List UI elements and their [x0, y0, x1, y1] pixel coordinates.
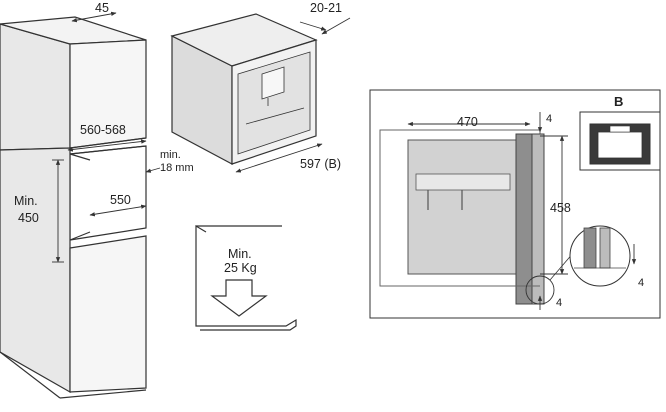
label-shelf-value: 18 mm	[160, 162, 194, 174]
niche-back-edge	[69, 153, 91, 161]
label-load-value: 25 Kg	[224, 261, 257, 275]
magnifier-appliance	[583, 227, 597, 269]
label-niche-width: 560-568	[80, 123, 126, 137]
cabinet-base-line	[59, 389, 147, 399]
cabinet-niche	[69, 145, 147, 241]
shelf-profile	[195, 224, 297, 331]
cabinet-side-lower	[0, 147, 71, 394]
label-shelf-min: min.	[160, 149, 181, 161]
label-niche-depth: 550	[110, 193, 131, 207]
appliance-box	[170, 13, 318, 165]
appliance-dimensions	[235, 17, 351, 173]
label-detail-gap-bottom: 4	[556, 297, 562, 309]
detail-panel	[369, 89, 661, 319]
detail-appliance-front	[515, 133, 533, 305]
view-b-spout	[609, 125, 631, 133]
cabinet-side-upper	[0, 23, 71, 151]
view-b-display	[597, 131, 643, 159]
dim-line-niche-depth	[89, 204, 147, 217]
cabinet-dimensions	[52, 11, 161, 263]
label-front-offset: 20-21	[310, 1, 342, 15]
niche-floor-edge	[69, 231, 91, 241]
detail-wall-panel	[531, 133, 545, 305]
dim-line-front-offset	[299, 21, 327, 31]
detail-upper-part	[415, 173, 511, 191]
load-arrow	[210, 279, 268, 317]
label-detail-gap-top: 4	[546, 113, 552, 125]
appliance-drip	[245, 107, 305, 125]
dim-line-niche-width	[67, 139, 147, 152]
label-load-min: Min.	[228, 247, 252, 261]
label-niche-min-value: 450	[18, 211, 39, 225]
label-view-b: B	[614, 94, 623, 109]
label-detail-470: 470	[457, 115, 478, 129]
label-depth-45: 45	[95, 1, 109, 15]
detail-dimensions	[407, 112, 637, 310]
load-shelf	[195, 224, 297, 331]
dim-line-front-offset-b	[321, 17, 351, 35]
appliance-spout-block	[261, 66, 285, 100]
label-detail-gap-side: 4	[638, 277, 644, 289]
label-width-597: 597 (B)	[300, 157, 341, 171]
dim-line-depth-45	[71, 11, 117, 23]
dim-line-width-597	[235, 143, 323, 173]
label-detail-458: 458	[550, 201, 571, 215]
dim-line-shelf	[145, 167, 161, 173]
magnifier-wall	[599, 227, 611, 269]
cabinet-lower-door	[69, 235, 147, 393]
appliance-front-inner	[237, 51, 311, 155]
label-niche-min: Min.	[14, 194, 38, 208]
cabinet-base-edge	[0, 351, 61, 399]
